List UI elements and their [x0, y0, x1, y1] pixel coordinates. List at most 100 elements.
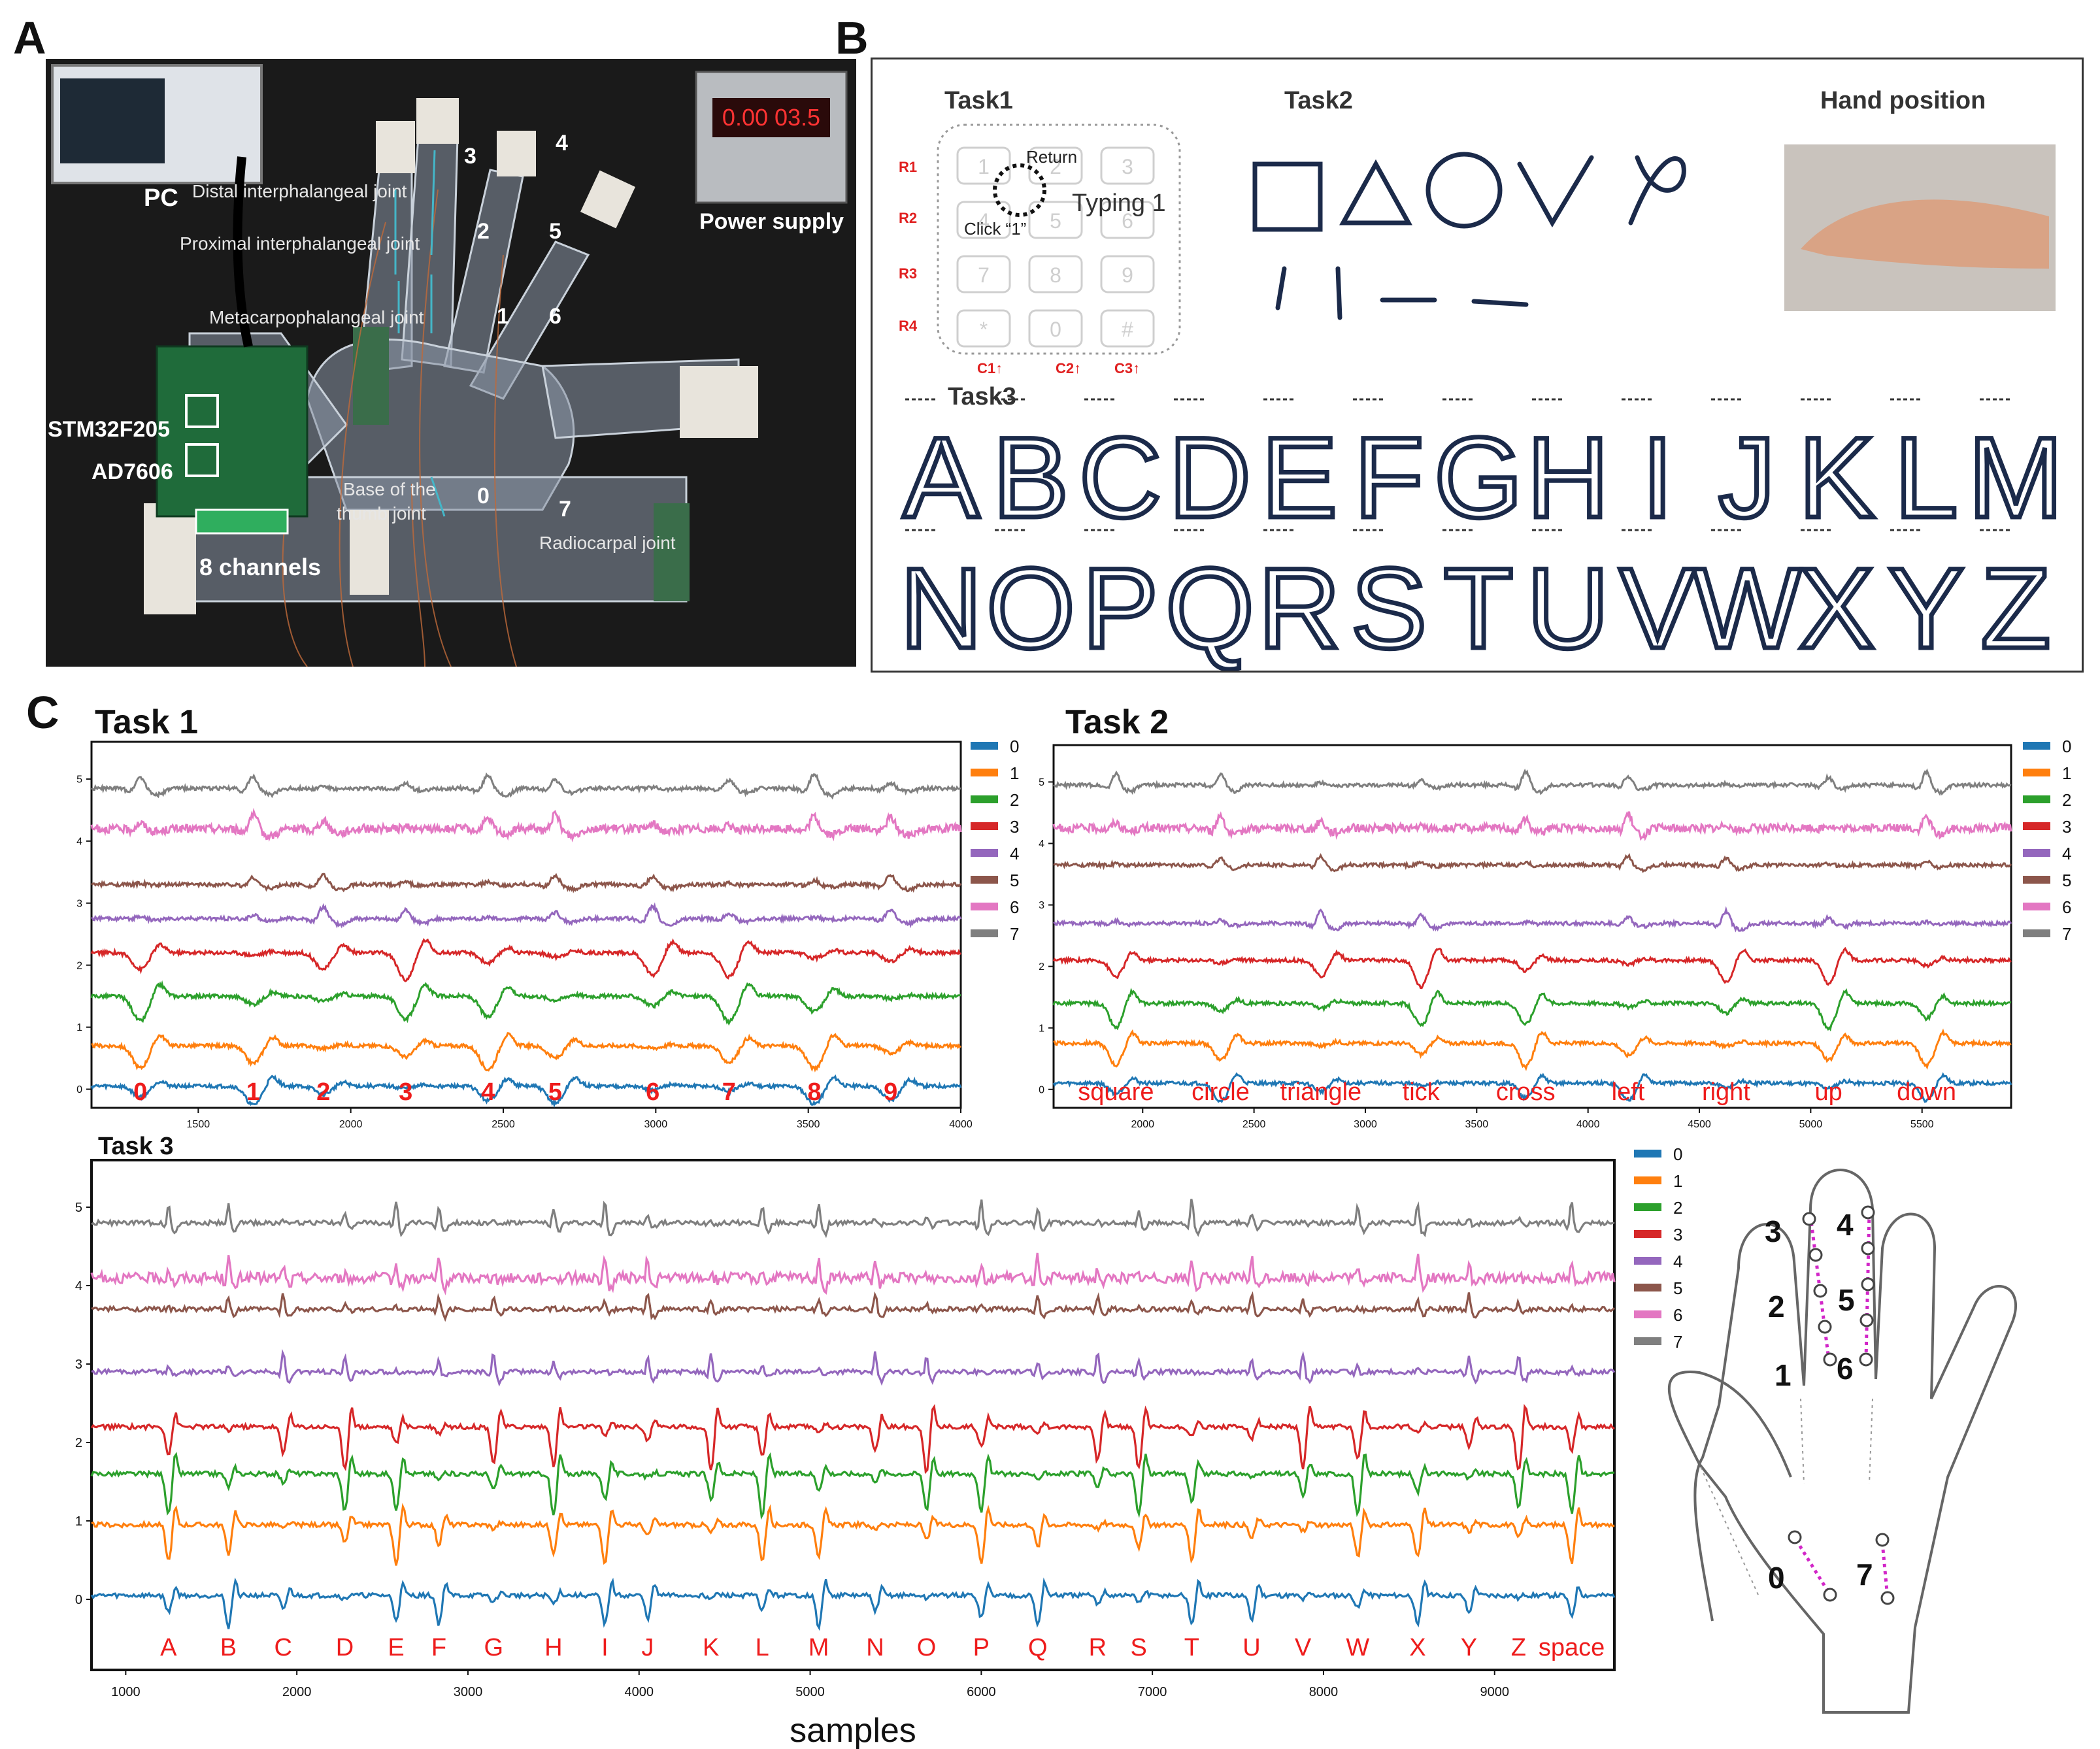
wire: [493, 254, 517, 667]
legend-label: 3: [1010, 817, 1019, 837]
legend-label: 2: [1673, 1198, 1682, 1218]
sensor-diagram-label: 1: [1775, 1358, 1792, 1392]
joint-label-proximal: Proximal interphalangeal joint: [180, 233, 420, 254]
legend-swatch: [1634, 1150, 1661, 1158]
series-line-7: [1053, 768, 2012, 796]
series-line-2: [90, 980, 961, 1026]
keypad-row-label: R2: [899, 210, 917, 226]
legend-label: 1: [2062, 763, 2071, 783]
task3-letter-x: X: [1799, 545, 1875, 671]
keypad-key-label: 7: [978, 263, 990, 287]
y-tick-label: 5: [76, 775, 82, 786]
task3-letter-g: G: [1434, 414, 1523, 542]
y-tick-label: 2: [76, 960, 82, 971]
sensor-diagram-label: 6: [1837, 1352, 1854, 1386]
task3-letter-k: K: [1799, 414, 1875, 542]
sensor-node: [1859, 1313, 1874, 1327]
joint-label-thumb-base-1: Base of the: [343, 479, 436, 499]
x-tick-label: 2000: [1131, 1119, 1154, 1130]
joint-label-thumb-base-2: thumb joint: [337, 503, 426, 524]
keypad-key-label: 4: [978, 209, 990, 233]
event-label: 9: [884, 1078, 897, 1106]
x-tick-label: 6000: [967, 1685, 996, 1699]
event-label: M: [808, 1634, 829, 1661]
task3-letter-h: H: [1527, 414, 1609, 542]
keypad-key: [1028, 255, 1083, 293]
event-label: R: [1089, 1634, 1107, 1661]
task3-letter-i: I: [1642, 414, 1674, 542]
event-label: S: [1131, 1634, 1147, 1661]
legend-swatch: [1634, 1337, 1661, 1345]
legend-label: 5: [1010, 871, 1019, 890]
series-line-1: [91, 1032, 961, 1073]
sensor-node: [1859, 1352, 1873, 1367]
circle-gesture: [1425, 152, 1503, 229]
event-label: space: [1539, 1634, 1605, 1661]
x-tick-label: 2000: [339, 1119, 363, 1130]
finger-axis: [1699, 1463, 1759, 1595]
legend-label: 2: [1010, 790, 1019, 810]
event-label: triangle: [1280, 1078, 1362, 1106]
keypad-row-label: R3: [899, 265, 917, 282]
up-gesture: [1275, 266, 1287, 310]
sensor-number-4: 4: [556, 131, 568, 156]
sensor-path-wrist: [1880, 1542, 1890, 1599]
legend-label: 7: [1673, 1332, 1682, 1352]
chip-label-stm32: STM32F205: [48, 417, 170, 442]
fingertip-block: [416, 98, 459, 144]
keypad-key-label: 6: [1122, 209, 1133, 233]
event-label: F: [431, 1634, 446, 1661]
event-label: N: [866, 1634, 884, 1661]
power-supply-label: Power supply: [699, 209, 844, 234]
keypad-key-label: 2: [1050, 155, 1061, 178]
task3-title: Task3: [948, 383, 1016, 410]
x-tick-label: 4000: [1576, 1119, 1600, 1130]
y-tick-label: 1: [76, 1022, 82, 1033]
sensor-node: [1861, 1205, 1875, 1220]
legend-swatch: [1634, 1310, 1661, 1318]
event-label: Q: [1028, 1634, 1048, 1661]
sensor-line: [430, 150, 436, 256]
legend-label: 3: [2062, 817, 2071, 837]
keypad-col-label: C2↑: [1056, 360, 1081, 376]
event-label: W: [1346, 1634, 1369, 1661]
click-label: Click “1”: [964, 219, 1026, 239]
legend-swatch: [2023, 795, 2050, 803]
keypad-col-label: C1↑: [977, 360, 1003, 376]
event-label: Y: [1461, 1634, 1477, 1661]
pc-screen-plot: [60, 78, 165, 163]
y-tick-label: 4: [1039, 839, 1044, 850]
legend-label: 7: [1010, 924, 1019, 944]
prototype-photo: 0.00 03.5 PC Power supply STM32F205 AD76…: [46, 59, 856, 667]
series-line-1: [91, 1503, 1615, 1566]
series-line-5: [91, 1291, 1616, 1322]
hand-position-title: Hand position: [1820, 87, 1986, 114]
y-tick-label: 2: [75, 1436, 82, 1450]
joint-label-distal: Distal interphalangeal joint: [192, 181, 407, 201]
legend-swatch: [2023, 849, 2050, 857]
legend-swatch: [2023, 929, 2050, 937]
chart-title: Task 2: [1065, 703, 1169, 741]
sensor-node: [1880, 1591, 1895, 1605]
x-tick-label: 2500: [1242, 1119, 1266, 1130]
x-tick-label: 9000: [1480, 1685, 1509, 1699]
sensor-node: [1813, 1284, 1827, 1298]
event-label: cross: [1496, 1078, 1556, 1106]
legend-swatch: [1634, 1257, 1661, 1265]
chart-title: Task 3: [98, 1133, 173, 1160]
keypad-key: [1100, 201, 1155, 239]
legend-label: 6: [1673, 1305, 1682, 1325]
x-tick-label: 5500: [1910, 1119, 1934, 1130]
legend-swatch: [2023, 822, 2050, 830]
task3-letter-r: R: [1258, 545, 1341, 671]
legend-swatch: [971, 876, 998, 884]
event-label: Z: [1511, 1634, 1526, 1661]
sensor-node: [1788, 1530, 1802, 1544]
event-label: U: [1242, 1634, 1260, 1661]
y-tick-label: 4: [76, 836, 82, 847]
keypad-key: [1100, 309, 1155, 348]
keypad-key: [956, 201, 1011, 239]
y-tick-label: 1: [1039, 1023, 1044, 1034]
